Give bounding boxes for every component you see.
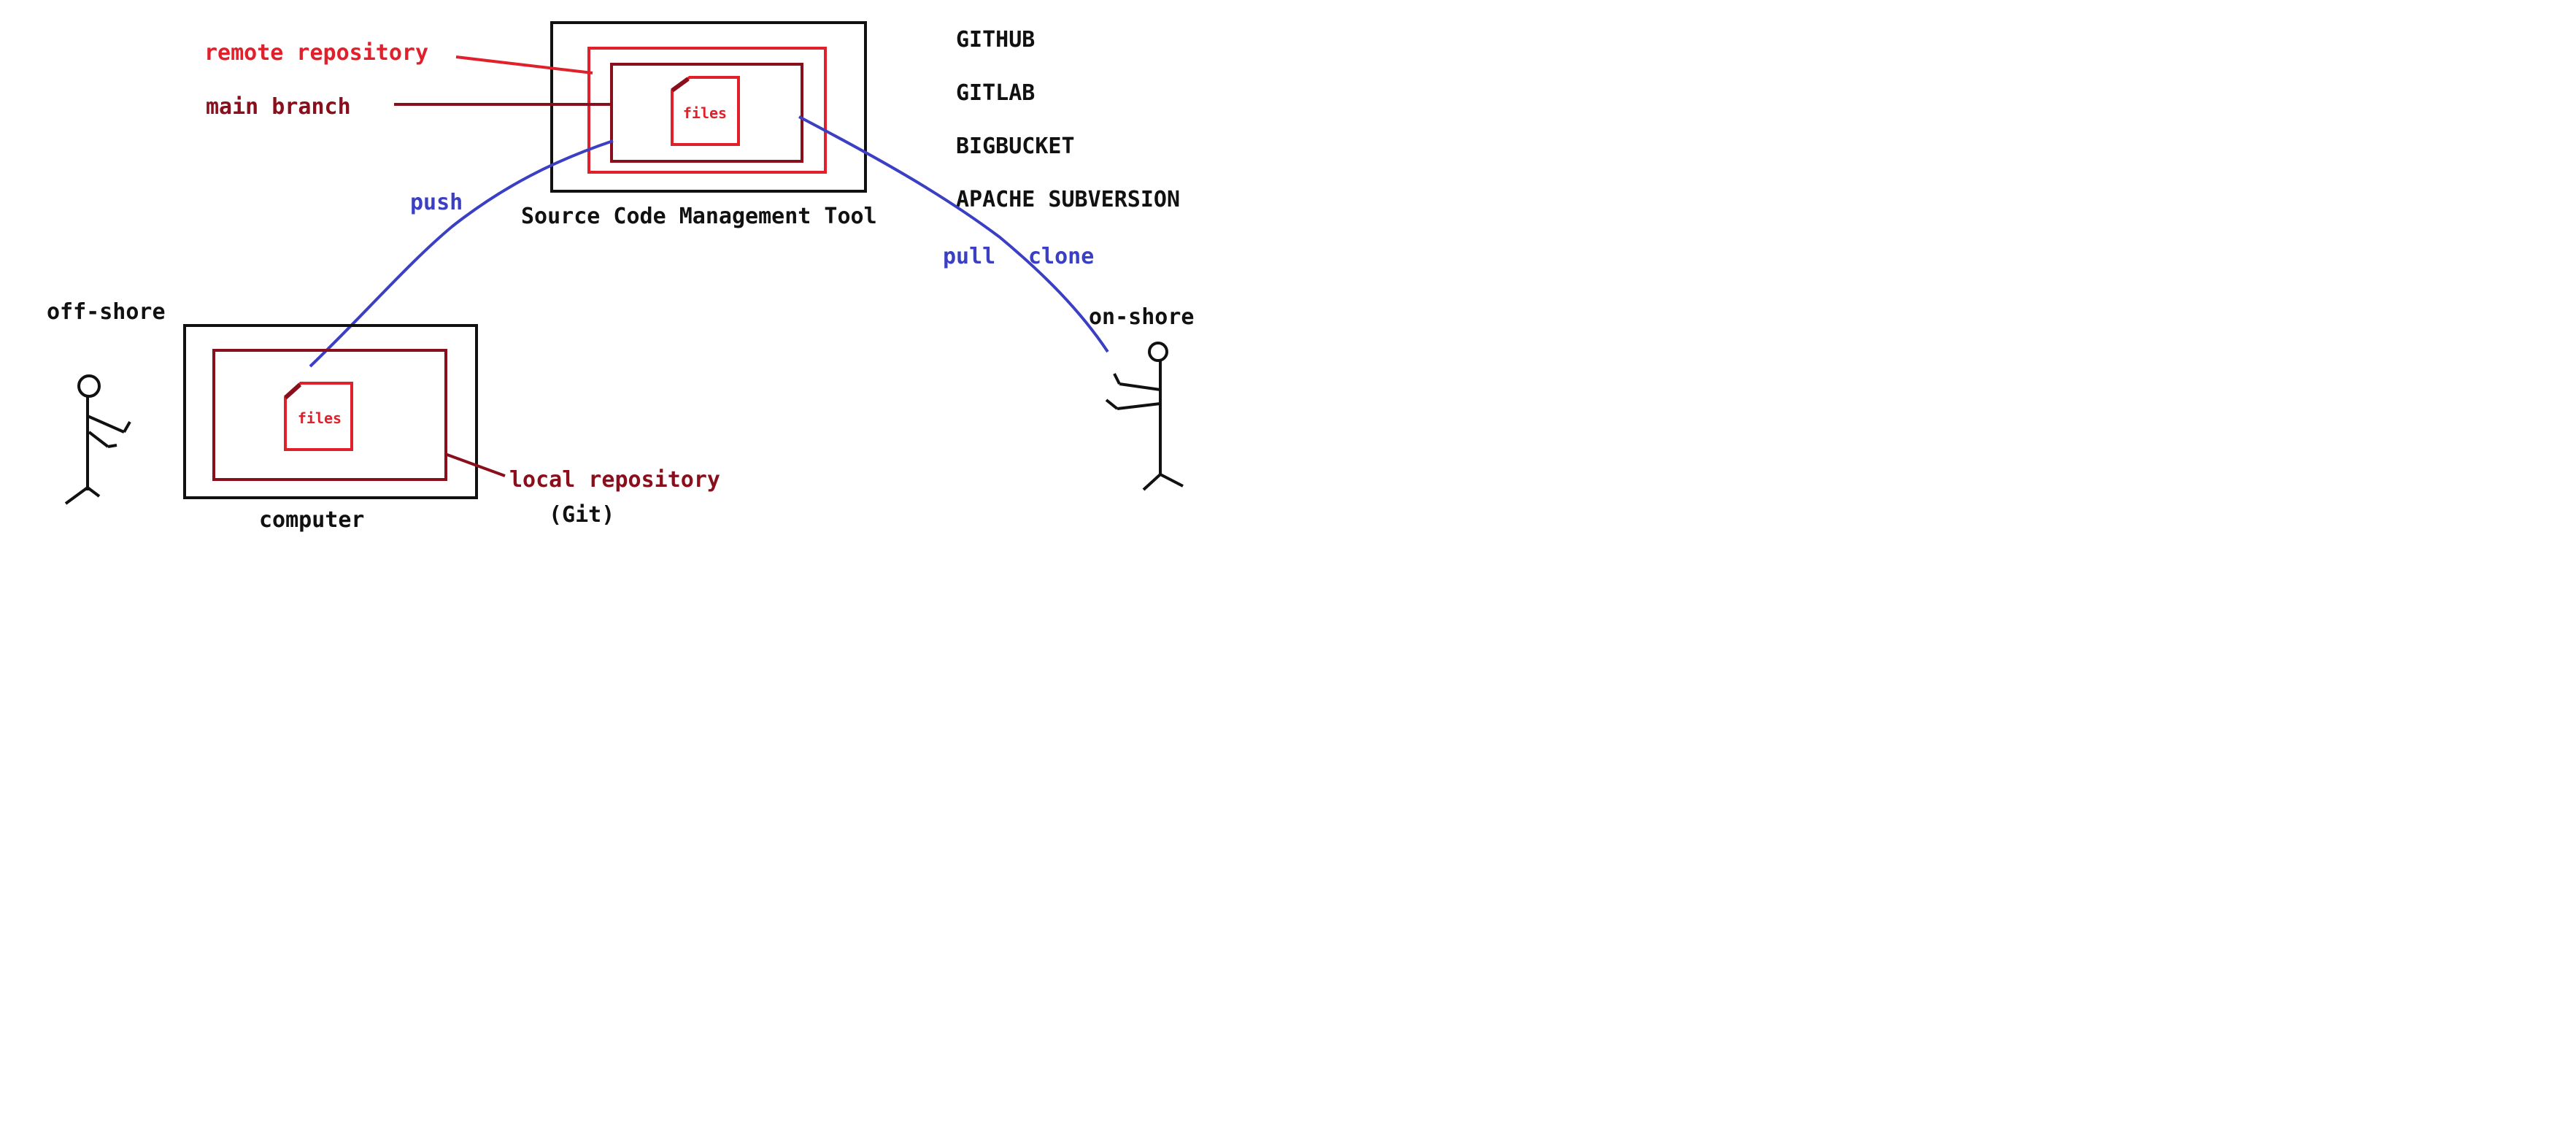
on-shore-label: on-shore xyxy=(1089,304,1195,330)
push-line xyxy=(309,139,614,368)
main-branch-label: main branch xyxy=(206,94,351,120)
scm-tool-github: GITHUB xyxy=(956,27,1035,53)
remote-repository-leader xyxy=(455,55,593,74)
pull-label: pull xyxy=(943,244,995,269)
remote-repository-label: remote repository xyxy=(204,40,428,66)
scm-tool-apache-subversion: APACHE SUBVERSION xyxy=(956,187,1180,212)
scm-tool-gitlab: GITLAB xyxy=(956,80,1035,106)
on-shore-person-icon xyxy=(1105,342,1184,491)
remote-files-label: files xyxy=(683,104,727,122)
off-shore-person-icon xyxy=(64,374,131,505)
remote-repository-box xyxy=(587,47,827,174)
local-repository-leader xyxy=(444,452,506,477)
main-branch-box xyxy=(610,63,803,163)
git-label: (Git) xyxy=(549,502,614,528)
computer-box xyxy=(183,324,478,499)
scm-tool-box xyxy=(550,21,867,193)
remote-files-fold xyxy=(671,77,690,93)
clone-label: clone xyxy=(1028,244,1094,269)
local-repository-box xyxy=(212,349,447,481)
push-label: push xyxy=(410,190,463,215)
computer-label: computer xyxy=(259,507,365,533)
local-repository-label: local repository xyxy=(509,467,720,493)
local-files-label: files xyxy=(298,409,342,427)
scm-tool-bigbucket: BIGBUCKET xyxy=(956,134,1075,159)
off-shore-label: off-shore xyxy=(47,299,166,325)
scm-tool-label: Source Code Management Tool xyxy=(521,204,877,229)
pull-clone-line xyxy=(798,115,1109,353)
local-files-fold xyxy=(283,382,302,400)
